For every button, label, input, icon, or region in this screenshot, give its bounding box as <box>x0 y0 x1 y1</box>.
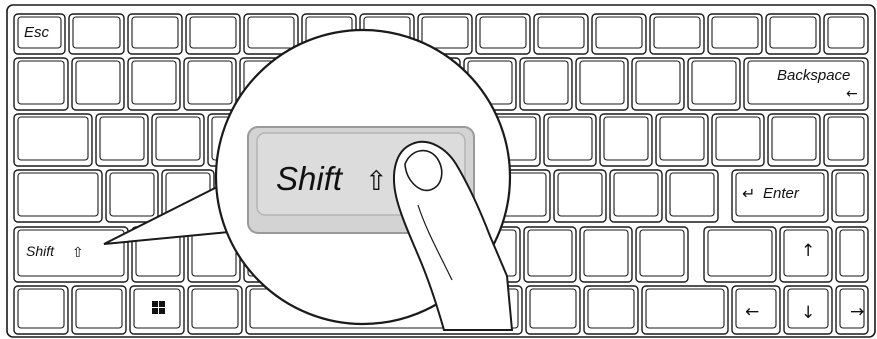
key-cap-top <box>479 16 527 49</box>
key-cap-top <box>839 229 865 277</box>
key-cap-top <box>707 229 773 277</box>
key-cap-top <box>587 288 635 329</box>
key-cap-top <box>537 16 585 49</box>
key-cap-top <box>17 172 99 217</box>
key-cap-top <box>613 172 659 217</box>
key-cap-top <box>659 116 705 161</box>
key-cap-top <box>527 229 573 277</box>
key-cap-top <box>189 16 237 49</box>
enter-key-label: Enter <box>763 185 800 202</box>
key-cap-top <box>653 16 701 49</box>
key-cap-top <box>247 16 295 49</box>
key-cap-top <box>635 60 681 105</box>
shift-key-icon: ⇧ <box>72 245 84 261</box>
key-cap-top <box>827 16 865 49</box>
key-cap-top <box>547 116 593 161</box>
key-cap-top <box>131 16 179 49</box>
key-cap-top <box>187 60 233 105</box>
key-cap-top <box>17 116 89 161</box>
key-cap-top <box>75 60 121 105</box>
key-cap-top <box>75 288 123 329</box>
key-cap-top <box>769 16 817 49</box>
key-cap-top <box>787 288 829 329</box>
key-cap-top <box>691 60 737 105</box>
magnified-shift-icon: ⇧ <box>365 166 388 197</box>
key-cap-top <box>771 116 817 161</box>
key-cap-top <box>191 288 239 329</box>
key-cap-top <box>603 116 649 161</box>
key-cap-top <box>835 172 865 217</box>
esc-key-label: Esc <box>24 24 50 41</box>
key-cap-top <box>557 172 603 217</box>
key-cap-top <box>109 172 155 217</box>
key-cap-top <box>131 60 177 105</box>
key-cap-top <box>17 60 65 105</box>
arrow-down-icon: ↓ <box>801 303 815 323</box>
key-cap-top <box>529 288 577 329</box>
key-cap-top <box>669 172 715 217</box>
finger-shading <box>417 204 453 281</box>
fingernail <box>404 149 443 192</box>
key-cap-top <box>735 288 777 329</box>
shift-key-label: Shift <box>26 243 55 259</box>
key-cap-top <box>639 229 685 277</box>
arrow-left-icon: ← <box>745 302 759 322</box>
key-cap-top <box>579 60 625 105</box>
key-cap-top <box>421 16 469 49</box>
key-cap-top <box>783 229 829 277</box>
key-cap-top <box>155 116 201 161</box>
key-cap-top <box>645 288 725 329</box>
key-cap-top <box>747 60 865 105</box>
backspace-key-label: Backspace <box>777 67 850 84</box>
key-cap-top <box>827 116 865 161</box>
key-cap-top <box>839 288 865 329</box>
key-cap-top <box>17 16 62 49</box>
key-cap-top <box>99 116 145 161</box>
key-cap-top <box>583 229 629 277</box>
key-cap-top <box>735 172 825 217</box>
arrow-up-icon: ↑ <box>801 241 815 261</box>
arrow-right-icon: → <box>850 302 864 322</box>
key-cap-top <box>715 116 761 161</box>
key-cap-top <box>72 16 121 49</box>
key-cap-top <box>523 60 569 105</box>
backspace-arrow-icon: ← <box>846 86 858 102</box>
key-cap-top <box>17 229 125 277</box>
magnified-shift-label: Shift <box>276 160 344 197</box>
key-cap-top <box>595 16 643 49</box>
key-cap-top <box>711 16 759 49</box>
windows-icon <box>152 301 165 314</box>
enter-arrow-icon: ↵ <box>742 184 755 203</box>
key-cap-top <box>17 288 65 329</box>
